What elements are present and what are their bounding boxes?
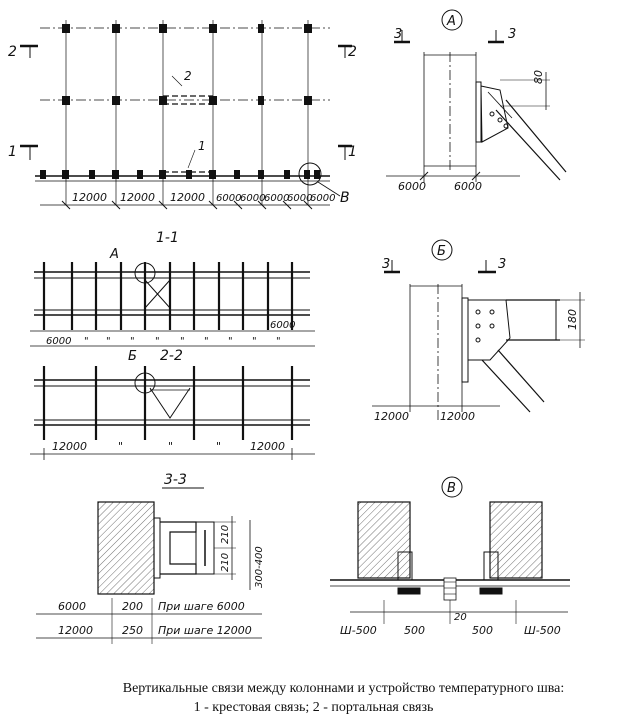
detail-a-title: А	[446, 14, 456, 29]
cut-label-2-left: 2	[8, 44, 17, 60]
detail-a-dim-v: 80	[532, 70, 545, 84]
caption-line-2: 1 - крестовая связь; 2 - портальная связ…	[193, 700, 434, 715]
s11-dim-3: "	[130, 336, 135, 347]
detail-v-dim-0: Ш-500	[340, 624, 377, 637]
detail-a-dim-0: 6000	[398, 180, 426, 193]
s33-row2-2: При шаге 12000	[158, 624, 252, 637]
plan-dim-1: 12000	[120, 191, 155, 204]
s11-dim-4: "	[155, 336, 160, 347]
section-3-3-labels: 3-3 210 210 300-400 6000 200 При шаге 60…	[58, 472, 265, 637]
detail-b-title: Б	[437, 244, 446, 259]
section-2-2-title: 2-2	[160, 348, 183, 364]
plan-dim-3: 6000	[216, 193, 241, 204]
detail-v-title: В	[447, 481, 456, 496]
s22-dim-4: 12000	[250, 440, 285, 453]
detail-b-cut-right: 3	[498, 257, 506, 272]
section-1-1	[30, 262, 315, 347]
s33-row1-1: 200	[122, 600, 143, 613]
caption-line-1: Вертикальные связи между колоннами и уст…	[122, 681, 565, 696]
callout-1: 1	[198, 139, 206, 153]
s22-dim-0: 12000	[52, 440, 87, 453]
s22-dim-2: "	[168, 440, 173, 453]
plan-labels: 2 2 1 1 2 1 В 12000 12000 12000 6000 600…	[8, 44, 357, 206]
section-3-3-title: 3-3	[164, 472, 187, 488]
s33-row2-0: 12000	[58, 624, 93, 637]
detail-a-cut-left: 3	[394, 27, 402, 42]
s11-dim-1: "	[84, 336, 89, 347]
s11-dim-2: "	[106, 336, 111, 347]
s33-row2-1: 250	[122, 624, 143, 637]
detail-a-cut-right: 3	[508, 27, 516, 42]
detail-b-dim-0: 12000	[374, 410, 409, 423]
plan-dim-0: 12000	[72, 191, 107, 204]
s33-dim-v3: 300-400	[254, 546, 265, 588]
plan-dim-5: 6000	[264, 193, 289, 204]
detail-b-dim-1: 12000	[440, 410, 475, 423]
cut-label-2-right: 2	[348, 44, 357, 60]
section-2-2-labels: 2-2 Б 12000 " " " 12000	[52, 348, 285, 453]
plan-dim-7: 6000	[310, 193, 335, 204]
s11-dim-9: "	[276, 336, 281, 347]
section-1-1-title: 1-1	[156, 230, 179, 246]
section-1-1-callout: А	[109, 247, 119, 262]
s33-row1-2: При шаге 6000	[158, 600, 245, 613]
detail-v-dim-3: Ш-500	[524, 624, 561, 637]
technical-drawing: 2 2 1 1 2 1 В 12000 12000 12000 6000 600…	[8, 9, 585, 644]
s11-dim-10: 6000	[270, 320, 295, 331]
plan-dim-6: 6000	[287, 193, 312, 204]
detail-v	[330, 476, 570, 624]
plan-dim-4: 6000	[240, 193, 265, 204]
detail-v-dim-1: 500	[404, 624, 425, 637]
detail-v-labels: В 20 Ш-500 500 500 Ш-500	[340, 481, 561, 637]
detail-b-cut-left: 3	[382, 257, 390, 272]
section-3-3	[36, 487, 262, 644]
detail-b-dim-v: 180	[566, 309, 579, 330]
detail-v-gap: 20	[454, 612, 467, 623]
detail-a	[386, 9, 567, 182]
s33-dim-v2: 210	[220, 553, 231, 572]
callout-2: 2	[184, 69, 192, 83]
s11-dim-0: 6000	[46, 336, 71, 347]
plan-view	[20, 20, 352, 210]
cut-label-1-right: 1	[348, 144, 357, 160]
detail-v-dim-2: 500	[472, 624, 493, 637]
section-2-2	[30, 366, 315, 460]
detail-a-labels: А 3 3 80 6000 6000	[394, 14, 545, 193]
s11-dim-5: "	[180, 336, 185, 347]
cut-label-1-left: 1	[8, 144, 17, 160]
detail-a-dim-1: 6000	[454, 180, 482, 193]
detail-b	[372, 239, 585, 420]
section-2-2-callout: Б	[128, 349, 137, 364]
plan-dim-2: 12000	[170, 191, 205, 204]
detail-b-labels: Б 3 3 180 12000 12000	[374, 244, 579, 423]
s22-dim-3: "	[216, 440, 221, 453]
s11-dim-8: "	[252, 336, 257, 347]
s22-dim-1: "	[118, 440, 123, 453]
s11-dim-6: "	[204, 336, 209, 347]
s11-dim-7: "	[228, 336, 233, 347]
callout-v: В	[340, 190, 350, 206]
s33-dim-v1: 210	[220, 525, 231, 544]
s33-row1-0: 6000	[58, 600, 86, 613]
section-1-1-labels: 1-1 А 6000 " " " " " " " " " 6000	[46, 230, 295, 347]
